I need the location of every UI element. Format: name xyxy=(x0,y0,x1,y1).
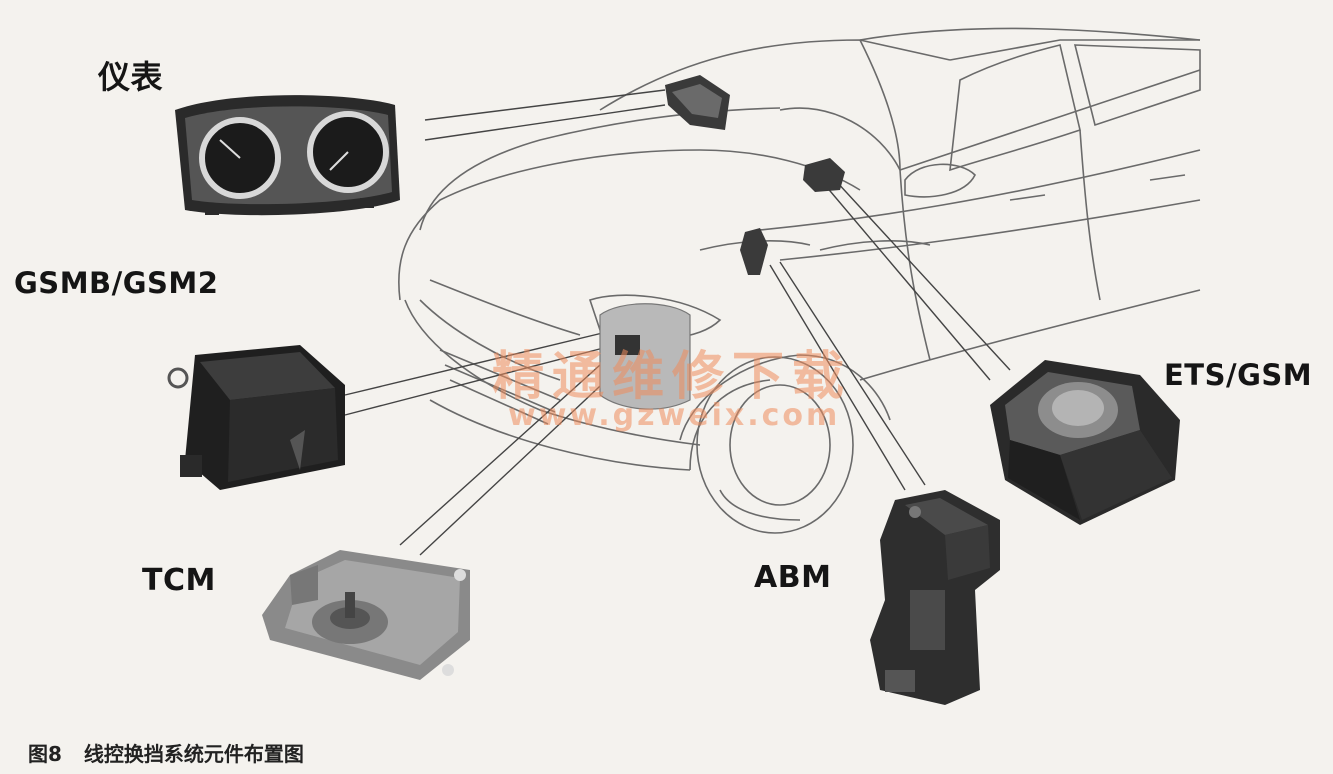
watermark-text: 精通维修下载 xyxy=(492,346,853,407)
instrument-cluster-label: 仪表 xyxy=(98,58,164,96)
tcm-module-picture xyxy=(262,550,470,680)
abm-label: ABM xyxy=(754,560,832,595)
ets-module-picture xyxy=(990,360,1180,525)
gsmb-module-picture xyxy=(167,345,345,490)
abm-location-marker xyxy=(740,228,768,275)
figure-title: 线控换挡系统元件布置图 xyxy=(83,742,304,766)
instrument-cluster-picture xyxy=(175,95,400,216)
watermark-url: www.gzweix.com xyxy=(508,398,841,433)
ets-label: ETS/GSM xyxy=(1164,358,1313,392)
vehicle-outline xyxy=(398,27,1201,534)
transmission-location-marker xyxy=(599,303,691,410)
figure-caption: 图8 线控换挡系统元件布置图 xyxy=(28,738,326,767)
ets-location-marker xyxy=(803,158,845,192)
tcm-label: TCM xyxy=(142,563,216,598)
abm-module-picture xyxy=(870,490,1000,705)
cluster-location-marker xyxy=(665,75,730,130)
leader-lines xyxy=(344,89,1011,556)
gsmb-label: GSMB/GSM2 xyxy=(14,266,219,300)
figure-number: 图8 xyxy=(28,742,62,766)
